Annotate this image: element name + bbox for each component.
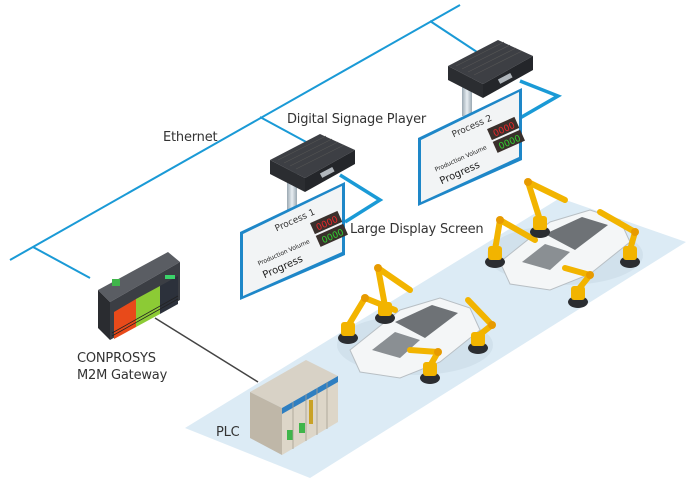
gateway-label-line1: CONPROSYS [77,351,156,366]
display-screen-2: Process 2 Production Volume Progress 000… [418,88,525,206]
signage-player-1 [270,134,355,210]
car-body-2 [487,209,643,291]
video-cable-screen2 [519,79,563,120]
serial-line [154,317,259,383]
robot-arm-3 [407,347,442,384]
ethernet-network [9,4,481,279]
plc-label: PLC [216,425,240,440]
ethernet-drop-gateway [32,246,91,279]
gateway-label-line2: M2M Gateway [77,368,168,383]
robot-arm-2 [374,264,413,324]
ethernet-drop-player2 [429,20,481,55]
robot-arm-8 [597,209,640,268]
robot-arm-6 [524,178,568,238]
ethernet-label: Ethernet [163,130,218,145]
video-cable-screen1 [339,173,384,224]
robot-arm-5 [485,216,538,268]
robot-arm-4 [465,297,496,354]
digital-signage-player-label: Digital Signage Player [287,112,427,127]
plc-device [250,360,338,455]
ethernet-backbone [9,4,461,261]
ethernet-drop-player1 [259,116,309,144]
robot-arm-7 [562,265,594,308]
robot-arms [338,178,640,384]
car-body-1 [337,297,493,379]
large-display-screen-label: Large Display Screen [350,222,484,237]
m2m-gateway-device [98,252,180,340]
signage-player-2 [448,40,533,116]
display-screen-1: Process 1 Production Volume Progress 000… [240,182,348,300]
